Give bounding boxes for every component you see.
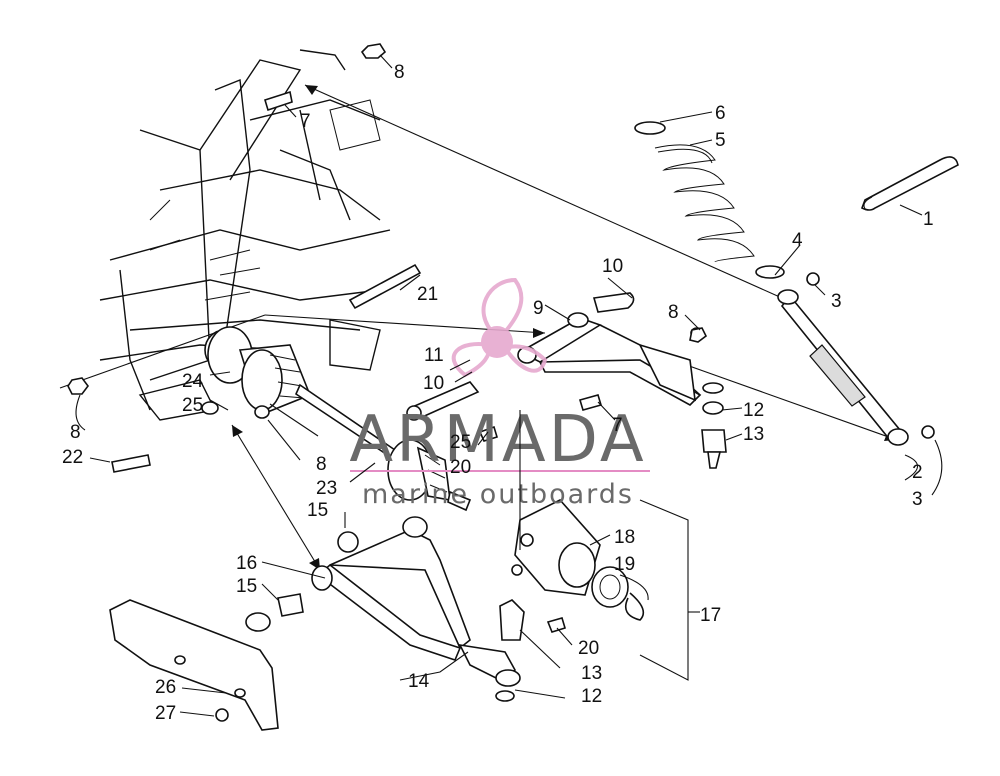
propeller-blade bbox=[481, 277, 524, 338]
callout-number: 8 bbox=[70, 422, 81, 443]
callout-number: 11 bbox=[424, 345, 444, 366]
part-callouts: 1 2 3 3 4 5 6 7 7 8 8 8 8 9 10 10 11 12 … bbox=[62, 62, 934, 724]
callout-number: 23 bbox=[316, 478, 337, 499]
lower-a-arm bbox=[245, 516, 525, 702]
propeller-logo bbox=[451, 277, 548, 378]
upper-a-arm bbox=[406, 292, 727, 469]
callout-number: 14 bbox=[408, 671, 430, 692]
callout-number: 15 bbox=[236, 576, 257, 597]
hardware bbox=[67, 43, 708, 473]
callout-number: 3 bbox=[912, 489, 923, 510]
leader-lines bbox=[75, 54, 943, 717]
callout-number: 27 bbox=[155, 703, 176, 724]
callout-number: 2 bbox=[912, 462, 923, 483]
callout-number: 18 bbox=[614, 527, 635, 548]
callout-number: 16 bbox=[236, 553, 257, 574]
callout-number: 15 bbox=[307, 500, 328, 521]
watermark: ARMADA marine outboards bbox=[349, 277, 650, 510]
shock-spring-assembly bbox=[634, 121, 959, 446]
watermark-underline bbox=[350, 470, 650, 472]
callout-number: 19 bbox=[614, 554, 635, 575]
assembly-arrows bbox=[59, 84, 898, 571]
callout-number: 8 bbox=[668, 302, 679, 323]
callout-number: 25 bbox=[182, 395, 203, 416]
callout-number: 4 bbox=[792, 230, 803, 251]
callout-number: 6 bbox=[715, 103, 726, 124]
callout-number: 1 bbox=[923, 209, 934, 230]
callout-number: 12 bbox=[743, 400, 764, 421]
callout-number: 21 bbox=[417, 284, 438, 305]
callout-number: 9 bbox=[533, 298, 544, 319]
callout-number: 13 bbox=[581, 663, 602, 684]
callout-number: 5 bbox=[715, 130, 726, 151]
propeller-blade bbox=[501, 344, 548, 373]
propeller-hub bbox=[481, 326, 513, 358]
callout-number: 13 bbox=[743, 424, 764, 445]
steering-knuckle bbox=[511, 499, 645, 633]
callout-number: 10 bbox=[602, 256, 623, 277]
callout-number: 26 bbox=[155, 677, 176, 698]
watermark-title: ARMADA bbox=[349, 403, 646, 477]
callout-number: 3 bbox=[831, 291, 842, 312]
callout-number: 12 bbox=[581, 686, 602, 707]
callout-number: 25 bbox=[450, 432, 471, 453]
callout-number: 22 bbox=[62, 447, 83, 468]
callout-number: 10 bbox=[423, 373, 444, 394]
callout-number: 7 bbox=[300, 111, 311, 132]
watermark-subtitle: marine outboards bbox=[362, 479, 634, 510]
callout-number: 17 bbox=[700, 605, 721, 626]
callout-number: 8 bbox=[394, 62, 405, 83]
callout-number: 20 bbox=[578, 638, 599, 659]
callout-number: 7 bbox=[612, 415, 623, 436]
callout-number: 8 bbox=[316, 454, 327, 475]
skid-guard bbox=[109, 599, 279, 731]
callout-number: 24 bbox=[182, 371, 204, 392]
callout-number: 20 bbox=[450, 457, 471, 478]
